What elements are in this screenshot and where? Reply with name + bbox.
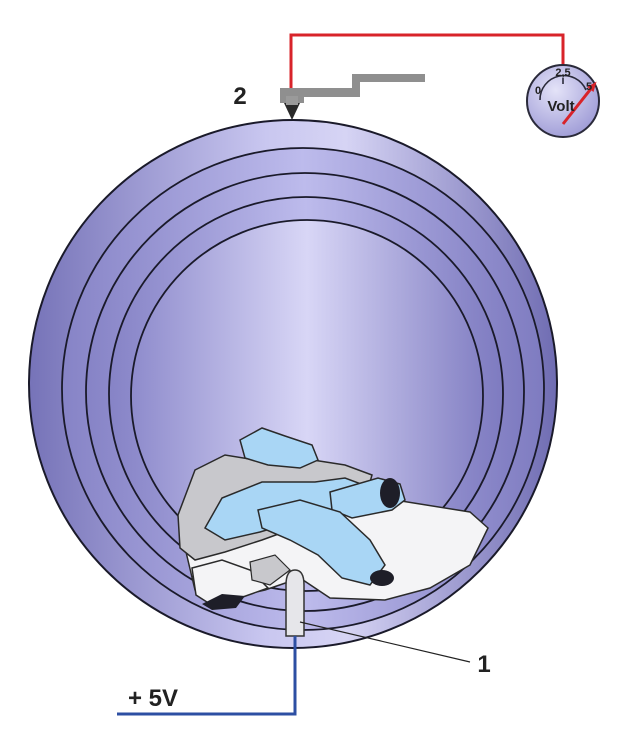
- signal-wire: [289, 33, 565, 88]
- laundry-grey-lower: [249, 554, 291, 586]
- laundry-blue-top: [239, 427, 319, 469]
- supply-voltage-label: + 5V: [128, 685, 178, 712]
- gauge-label-min: 0: [535, 85, 541, 97]
- gauge-unit-label: Volt: [547, 98, 574, 115]
- laundry-white-fold: [191, 559, 270, 605]
- laundry-blue-trouser: [257, 499, 386, 586]
- laundry-pile: [177, 427, 489, 610]
- dark-sock: [202, 594, 245, 610]
- gauge-scale-arc: [539, 74, 587, 101]
- voltmeter-gauge-icon: 0 2,5 5 Volt: [526, 64, 600, 138]
- electrode-number-label: 1: [477, 651, 490, 678]
- sensor-number-label: 2: [233, 83, 246, 110]
- gauge-label-mid: 2,5: [555, 67, 570, 79]
- electrode-leader-line: [299, 621, 471, 663]
- gauge-needle: [561, 83, 596, 125]
- sensor-bar: [280, 74, 425, 103]
- sensor-tip: [284, 103, 300, 120]
- trouser-cuff: [370, 570, 394, 586]
- sensor-stem: [286, 96, 298, 105]
- gauge-needle-tip: [587, 81, 597, 93]
- electrode-pin: [285, 569, 305, 637]
- supply-wire: [117, 636, 297, 716]
- electrode: [285, 569, 471, 663]
- sleeve-cuff: [380, 478, 400, 508]
- gauge-label-max: 5: [586, 81, 592, 93]
- humidity-sensor-icon: [280, 74, 425, 120]
